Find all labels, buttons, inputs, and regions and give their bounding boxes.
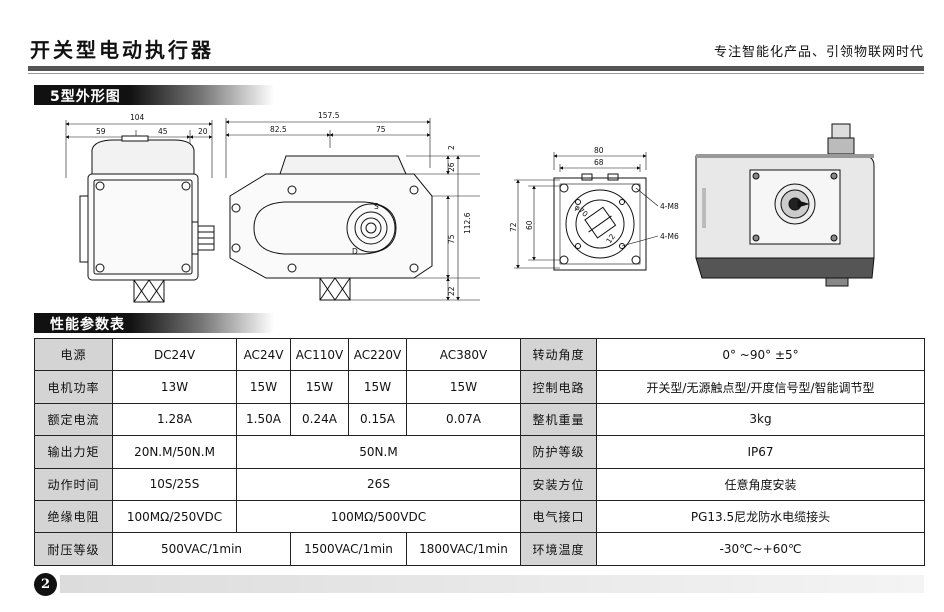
front-view-drawing — [65, 120, 215, 303]
table-cell: AC110V — [290, 337, 349, 372]
h1-dim: 26 — [447, 162, 456, 172]
outline-drawings: 104 59 45 20 — [34, 108, 924, 308]
table-cell: AC220V — [348, 337, 407, 372]
outline-drawing-svg: 104 59 45 20 — [65, 111, 875, 303]
table-row: 耐压等级 500VAC/1min 1500VAC/1min 1800VAC/1m… — [34, 532, 925, 566]
flange-h-inner-dim: 60 — [525, 220, 534, 230]
table-cell: 15W — [348, 370, 407, 404]
pcd-dim: φ70 — [573, 203, 590, 219]
table-row: 绝缘电阻 100MΩ/250VDC 100MΩ/500VDC 电气接口 PG13… — [34, 499, 925, 534]
table-cell: 额定电流 — [34, 402, 113, 437]
table-cell: IP67 — [596, 435, 925, 469]
front-w2-dim: 45 — [158, 127, 168, 136]
flange-h-outer-dim: 72 — [509, 222, 518, 232]
header-rule — [28, 66, 924, 71]
table-cell: 1.28A — [112, 402, 237, 437]
table-cell: 任意角度安装 — [596, 467, 925, 501]
table-cell: -30℃~+60℃ — [596, 532, 925, 566]
page-header: 开关型电动执行器 专注智能化产品、引领物联网时代 — [28, 34, 924, 64]
table-cell: PG13.5尼龙防水电缆接头 — [596, 499, 925, 534]
table-cell: 电气接口 — [520, 499, 597, 534]
side-view-drawing — [225, 118, 480, 301]
table-cell: 10S/25S — [112, 467, 237, 501]
table-cell: 0.15A — [348, 402, 407, 437]
page-title: 开关型电动执行器 — [30, 38, 214, 62]
table-cell: 13W — [112, 370, 237, 404]
h3-dim: 22 — [447, 286, 456, 296]
table-cell: 动作时间 — [34, 467, 113, 501]
table-cell: 1.50A — [236, 402, 291, 437]
table-cell: 防护等级 — [520, 435, 597, 469]
table-row: 动作时间 10S/25S 26S 安装方位 任意角度安装 — [34, 467, 925, 501]
table-cell: AC24V — [236, 337, 291, 372]
table-cell: 100MΩ/500VDC — [236, 499, 521, 534]
mark-d: D — [352, 247, 358, 256]
table-cell: 15W — [236, 370, 291, 404]
flange-view-drawing — [514, 152, 659, 271]
table-row: 电源 DC24V AC24V AC110V AC220V AC380V 转动角度… — [34, 337, 925, 372]
table-cell: 26S — [236, 467, 521, 501]
side-width-dim: 157.5 — [318, 111, 340, 120]
header-rule-thin — [28, 73, 924, 74]
h-total-dim: 112.6 — [463, 212, 472, 234]
table-cell: 3kg — [596, 402, 925, 437]
table-row: 输出力矩 20N.M/50N.M 50N.M 防护等级 IP67 — [34, 435, 925, 469]
mark-s: S — [374, 202, 379, 211]
table-cell: 整机重量 — [520, 402, 597, 437]
table-cell: DC24V — [112, 337, 237, 372]
bolt-m6-label: 4-M6 — [660, 232, 679, 241]
section-heading-outline-label: 5型外形图 — [50, 89, 121, 105]
table-cell: 控制电路 — [520, 370, 597, 404]
footer-band — [60, 575, 924, 593]
shaft-dim: 12 — [604, 232, 617, 245]
table-cell: 开关型/无源触点型/开度信号型/智能调节型 — [596, 370, 925, 404]
flange-w-inner-dim: 68 — [594, 158, 604, 167]
table-cell: 转动角度 — [520, 337, 597, 372]
flange-w-outer-dim: 80 — [594, 146, 604, 155]
table-cell: 电机功率 — [34, 370, 113, 404]
perspective-view-drawing — [695, 123, 875, 287]
table-cell: 0° ~90° ±5° — [596, 337, 925, 372]
table-cell: 20N.M/50N.M — [112, 435, 237, 469]
table-cell: 15W — [290, 370, 349, 404]
h2-dim: 75 — [447, 234, 456, 244]
front-w1-dim: 59 — [96, 127, 106, 136]
h-top-dim: 2 — [447, 145, 456, 150]
section-heading-params-label: 性能参数表 — [50, 317, 125, 333]
table-cell: 输出力矩 — [34, 435, 113, 469]
table-cell: 15W — [406, 370, 521, 404]
table-cell: AC380V — [406, 337, 521, 372]
table-cell: 50N.M — [236, 435, 521, 469]
side-w1-dim: 82.5 — [270, 125, 287, 134]
front-width-dim: 104 — [130, 113, 145, 122]
table-cell: 500VAC/1min — [112, 532, 291, 566]
table-cell: 绝缘电阻 — [34, 499, 113, 534]
table-cell: 电源 — [34, 337, 113, 372]
bolt-m8-label: 4-M8 — [660, 202, 679, 211]
table-cell: 0.07A — [406, 402, 521, 437]
table-cell: 1500VAC/1min — [290, 532, 407, 566]
table-cell: 安装方位 — [520, 467, 597, 501]
front-w3-dim: 20 — [198, 127, 208, 136]
spec-table: 电源 DC24V AC24V AC110V AC220V AC380V 转动角度… — [34, 337, 925, 566]
table-cell: 1800VAC/1min — [406, 532, 521, 566]
side-w2-dim: 75 — [376, 125, 386, 134]
section-heading-outline: 5型外形图 — [34, 85, 274, 105]
table-cell: 0.24A — [290, 402, 349, 437]
table-row: 额定电流 1.28A 1.50A 0.24A 0.15A 0.07A 整机重量 … — [34, 402, 925, 437]
page-slogan: 专注智能化产品、引领物联网时代 — [713, 45, 924, 60]
table-cell: 100MΩ/250VDC — [112, 499, 237, 534]
table-cell: 环境温度 — [520, 532, 597, 566]
table-cell: 耐压等级 — [34, 532, 113, 566]
page-number: 2 — [34, 573, 57, 596]
section-heading-params: 性能参数表 — [34, 313, 274, 333]
table-row: 电机功率 13W 15W 15W 15W 15W 控制电路 开关型/无源触点型/… — [34, 370, 925, 404]
